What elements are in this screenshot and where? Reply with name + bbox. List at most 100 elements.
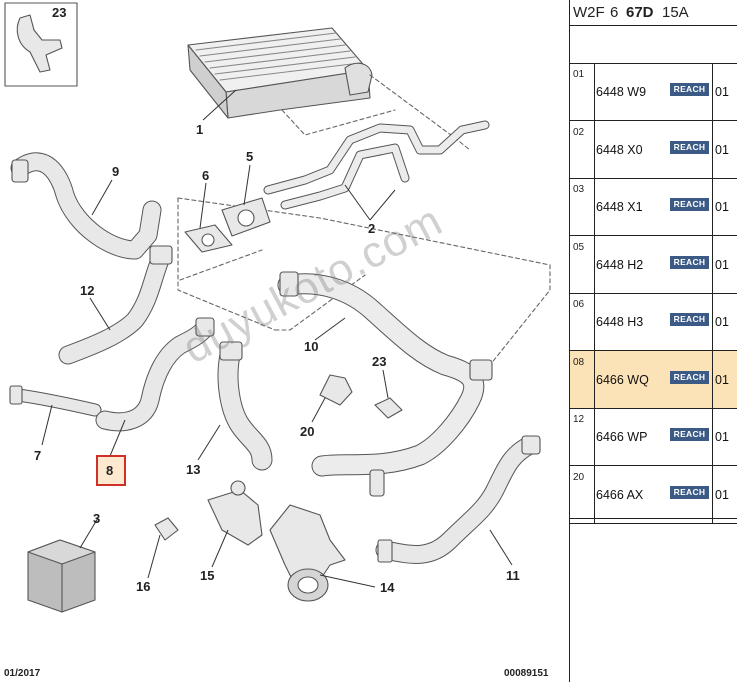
part-row[interactable]: 01 6448 W9 REACH 01 (570, 63, 737, 121)
header-code-a: W2F (573, 4, 605, 21)
column-divider (594, 350, 595, 408)
callout-9: 9 (112, 164, 119, 179)
column-divider (594, 408, 595, 465)
header-code-c: 67D (626, 4, 654, 21)
part-row[interactable]: 06 6448 H3 REACH 01 (570, 293, 737, 351)
column-divider (594, 293, 595, 350)
part-reference[interactable]: 6466 WQ (596, 372, 649, 387)
hose-9 (10, 152, 162, 260)
part-quantity: 01 (715, 200, 729, 214)
bracket-20 (319, 374, 353, 406)
header-divider (570, 25, 737, 26)
part-reference[interactable]: 6448 X0 (596, 142, 643, 157)
list-bottom-divider (570, 518, 737, 519)
flange-5 (221, 197, 271, 237)
column-divider (594, 235, 595, 293)
part-reference[interactable]: 6448 H3 (596, 315, 644, 329)
hose-10 (277, 271, 493, 497)
column-divider (594, 465, 595, 523)
callout-23-inset: 23 (52, 5, 66, 20)
reach-badge: REACH (670, 198, 709, 211)
callout-20: 20 (300, 424, 314, 439)
bracket-14 (269, 504, 346, 602)
part-quantity: 01 (715, 315, 729, 329)
part-index: 01 (573, 69, 585, 80)
header-code-b: 6 (610, 4, 619, 21)
seal-6 (184, 224, 233, 253)
callout-11: 11 (506, 568, 520, 583)
part-reference[interactable]: 6448 H2 (596, 257, 644, 272)
leader-lines (41, 89, 513, 588)
callout-5: 5 (246, 149, 253, 164)
parts-list-panel: W2F 6 67D 15A 01 6448 W9 REACH 01 02 6448 X0 R… (569, 0, 737, 682)
callout-labels: 23 1 9 6 5 2 12 10 23 7 8 20 13 3 16 15 … (34, 5, 520, 595)
column-divider (712, 178, 713, 235)
part-index: 06 (573, 299, 585, 310)
part-row[interactable]: 03 6448 X1 REACH 01 (570, 178, 737, 236)
part-reference[interactable]: 6448 X1 (596, 200, 643, 214)
part-quantity: 01 (715, 372, 729, 387)
part-quantity: 01 (715, 142, 729, 157)
column-divider (712, 465, 713, 523)
column-divider (712, 235, 713, 293)
hose-8 (95, 317, 215, 432)
part-reference[interactable]: 6448 W9 (596, 85, 647, 99)
footer-date: 01/2017 (4, 668, 41, 679)
reach-badge: REACH (670, 485, 709, 499)
callout-14: 14 (380, 580, 395, 595)
header-code-d: 15A (662, 4, 689, 21)
column-divider (594, 120, 595, 178)
callout-2: 2 (368, 221, 375, 236)
part-row[interactable]: 02 6448 X0 REACH 01 (570, 120, 737, 179)
heater-radiator (187, 27, 373, 119)
clip-23 (374, 397, 403, 419)
part-index: 02 (573, 126, 585, 138)
callout-8[interactable]: 8 (106, 463, 113, 478)
hose-13 (217, 341, 273, 471)
column-divider (712, 120, 713, 178)
column-divider (712, 408, 713, 465)
column-divider (594, 63, 595, 120)
pipe-pair-2 (263, 120, 490, 210)
callout-3: 3 (93, 511, 100, 526)
reach-badge: REACH (670, 370, 709, 384)
callout-6: 6 (202, 168, 209, 183)
reach-badge: REACH (670, 313, 709, 326)
callout-23: 23 (372, 354, 386, 369)
hose-7 (9, 385, 102, 417)
part-quantity: 01 (715, 430, 729, 444)
reach-badge: REACH (670, 83, 709, 96)
exploded-parts-diagram: 23 1 9 6 5 2 12 10 23 7 8 20 13 3 16 15 … (4, 2, 551, 679)
footer-doc-number: 00089151 (504, 668, 549, 679)
reach-badge: REACH (670, 255, 709, 269)
callout-13: 13 (186, 462, 200, 477)
part-row[interactable]: 08 6466 WQ REACH 01 (570, 350, 737, 409)
highlight-box (96, 455, 126, 486)
water-pump-15 (207, 480, 263, 546)
part-row[interactable]: 12 6466 WP REACH 01 (570, 408, 737, 466)
part-index: 12 (573, 414, 585, 425)
part-quantity: 01 (715, 257, 729, 272)
callout-1: 1 (196, 122, 203, 137)
reach-badge: REACH (670, 428, 709, 441)
part-quantity: 01 (715, 85, 729, 99)
hose-12 (58, 245, 173, 365)
callout-12: 12 (80, 283, 94, 298)
sensor-16 (154, 517, 179, 541)
column-divider (712, 293, 713, 350)
part-index: 08 (573, 356, 585, 368)
reach-badge: REACH (670, 140, 709, 154)
part-index: 20 (573, 471, 585, 483)
part-reference[interactable]: 6466 AX (596, 487, 644, 502)
callout-10: 10 (304, 339, 318, 354)
callout-7: 7 (34, 448, 41, 463)
hose-11 (375, 435, 541, 564)
part-reference[interactable]: 6466 WP (596, 430, 648, 444)
clip-part-23-inset (16, 14, 63, 73)
block-3 (27, 539, 96, 613)
part-index: 03 (573, 184, 585, 195)
column-divider (712, 350, 713, 408)
column-divider (594, 178, 595, 235)
